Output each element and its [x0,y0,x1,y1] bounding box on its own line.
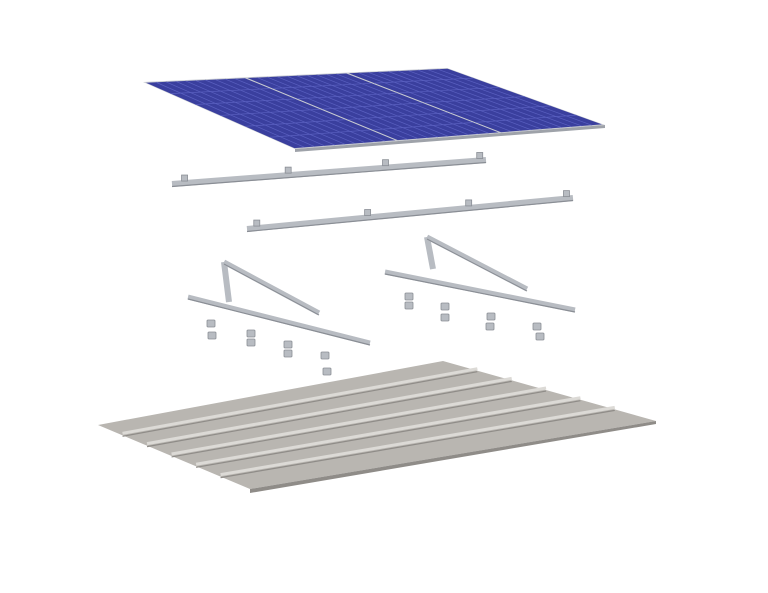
rail-clamp [181,174,188,182]
cell-gridline [424,96,525,104]
roof-clamp [535,332,545,341]
bracket-diagonal-edge [223,263,320,316]
roof-clamp [206,319,216,328]
cell-gridline [322,102,423,110]
bracket-base-rail [187,294,371,346]
rail-clamp [382,159,389,167]
cell-gridline [372,122,474,131]
rail-clamp [364,209,372,216]
mounting-rail-edge [171,161,487,188]
mounting-rail-edge [246,199,574,233]
bracket-leg [424,236,436,270]
cell-gridline [450,105,551,113]
bracket-leg [221,261,232,303]
roof-clamp [485,322,495,331]
metal-roof-sheet [98,361,656,493]
rail-clamp [465,199,473,207]
roof-rib [220,405,616,477]
roof-clamp [283,349,293,358]
triangle-brackets [187,234,576,346]
cell-gridline [170,88,271,94]
bracket-base-rail-edge [384,273,576,313]
roof-rib-shadow [146,380,512,448]
rail-clamp [563,190,570,198]
cell-gridline [195,98,296,105]
bracket-base-rail-edge [187,298,371,346]
cell-gridline [374,77,474,84]
cell-gridline [244,119,346,127]
roof-clamp [440,313,450,322]
roof-clamp [246,329,256,338]
cell-gridline [475,114,577,123]
mounting-rail [246,195,574,232]
bracket-diagonal [425,234,529,292]
rail-clamp [284,166,292,174]
mounting-rail [171,157,487,187]
roof-clamps [206,292,545,376]
panel-frame-edge [295,125,605,152]
roof-clamp [207,331,217,340]
roof-clamp [404,292,414,301]
roof-rib [122,367,478,435]
roof-clamp [246,338,256,347]
roof-clamp [440,302,450,311]
roof-clamp [486,312,496,321]
roof-clamp [320,351,330,360]
roof-rib-shadow [171,390,547,458]
cell-gridline [347,112,448,120]
rail-clamp [476,152,484,159]
cell-gridline [220,108,321,116]
mounting-rails [171,152,574,233]
cell-gridline [269,129,371,138]
solar-panels [143,68,605,152]
roof-clamp [532,322,542,331]
cell-gridline [272,82,372,89]
bracket-diagonal [222,259,321,316]
roof-rib-shadow [195,400,581,468]
roof-rib-shadow [220,409,615,479]
roof-rib [171,386,547,456]
roof-edge [250,421,656,493]
bracket-base-rail [384,269,576,313]
roof-rib [195,396,581,466]
roof-rib-shadow [122,371,478,437]
bracket-diagonal-edge [426,238,528,292]
cell-gridline [297,92,398,100]
rail-clamp [253,219,261,227]
roof-clamp [322,367,332,376]
roof-clamp [283,340,293,349]
roof-rib [146,376,512,446]
cell-gridline [399,86,500,94]
roof-clamp [404,301,414,310]
